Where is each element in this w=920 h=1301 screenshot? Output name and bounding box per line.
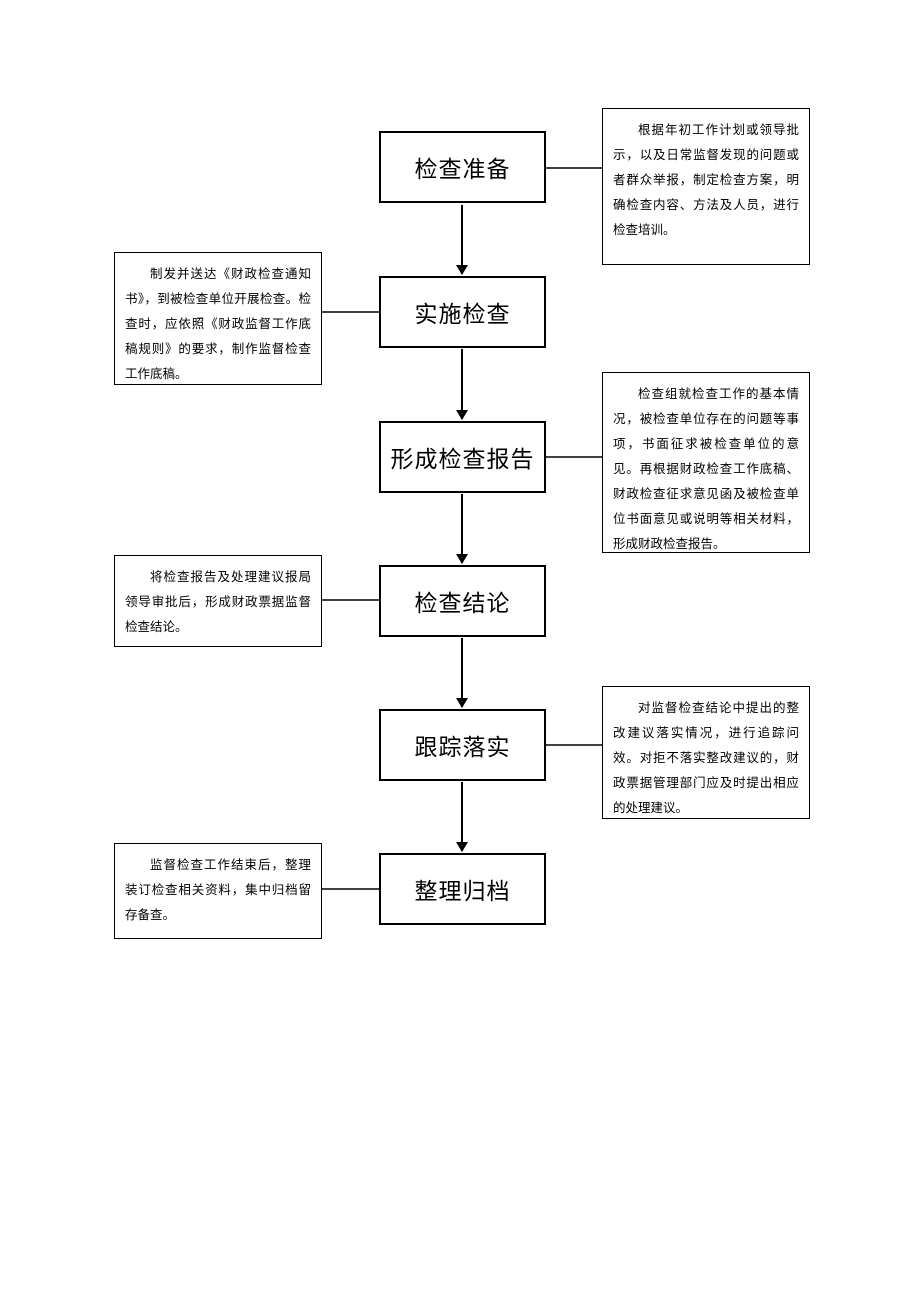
step-prepare: 检查准备 — [379, 131, 546, 203]
step-label: 形成检查报告 — [390, 447, 535, 473]
step-label: 实施检查 — [414, 302, 511, 328]
note-text: 将检查报告及处理建议报局领导审批后，形成财政票据监督检查结论。 — [125, 569, 311, 634]
step-label: 检查准备 — [414, 157, 511, 183]
step-archive: 整理归档 — [379, 853, 546, 925]
note-archive: 监督检查工作结束后，整理装订检查相关资料，集中归档留存备查。 — [114, 843, 322, 939]
note-follow-up: 对监督检查结论中提出的整改建议落实情况，进行追踪问效。对拒不落实整改建议的，财政… — [602, 686, 810, 819]
step-report: 形成检查报告 — [379, 421, 546, 493]
step-label: 整理归档 — [414, 879, 511, 905]
note-text: 根据年初工作计划或领导批示，以及日常监督发现的问题或者群众举报，制定检查方案，明… — [613, 122, 799, 237]
step-label: 检查结论 — [414, 591, 511, 617]
note-prepare: 根据年初工作计划或领导批示，以及日常监督发现的问题或者群众举报，制定检查方案，明… — [602, 108, 810, 265]
note-conclusion: 将检查报告及处理建议报局领导审批后，形成财政票据监督检查结论。 — [114, 555, 322, 647]
step-label: 跟踪落实 — [414, 735, 511, 761]
note-report: 检查组就检查工作的基本情况，被检查单位存在的问题等事项，书面征求被检查单位的意见… — [602, 372, 810, 553]
step-follow-up: 跟踪落实 — [379, 709, 546, 781]
note-text: 检查组就检查工作的基本情况，被检查单位存在的问题等事项，书面征求被检查单位的意见… — [613, 386, 799, 551]
note-text: 监督检查工作结束后，整理装订检查相关资料，集中归档留存备查。 — [125, 857, 311, 922]
note-text: 对监督检查结论中提出的整改建议落实情况，进行追踪问效。对拒不落实整改建议的，财政… — [613, 700, 799, 815]
step-conclusion: 检查结论 — [379, 565, 546, 637]
note-text: 制发并送达《财政检查通知书》，到被检查单位开展检查。检查时，应依照《财政监督工作… — [125, 266, 311, 381]
note-implement: 制发并送达《财政检查通知书》，到被检查单位开展检查。检查时，应依照《财政监督工作… — [114, 252, 322, 385]
step-implement: 实施检查 — [379, 276, 546, 348]
